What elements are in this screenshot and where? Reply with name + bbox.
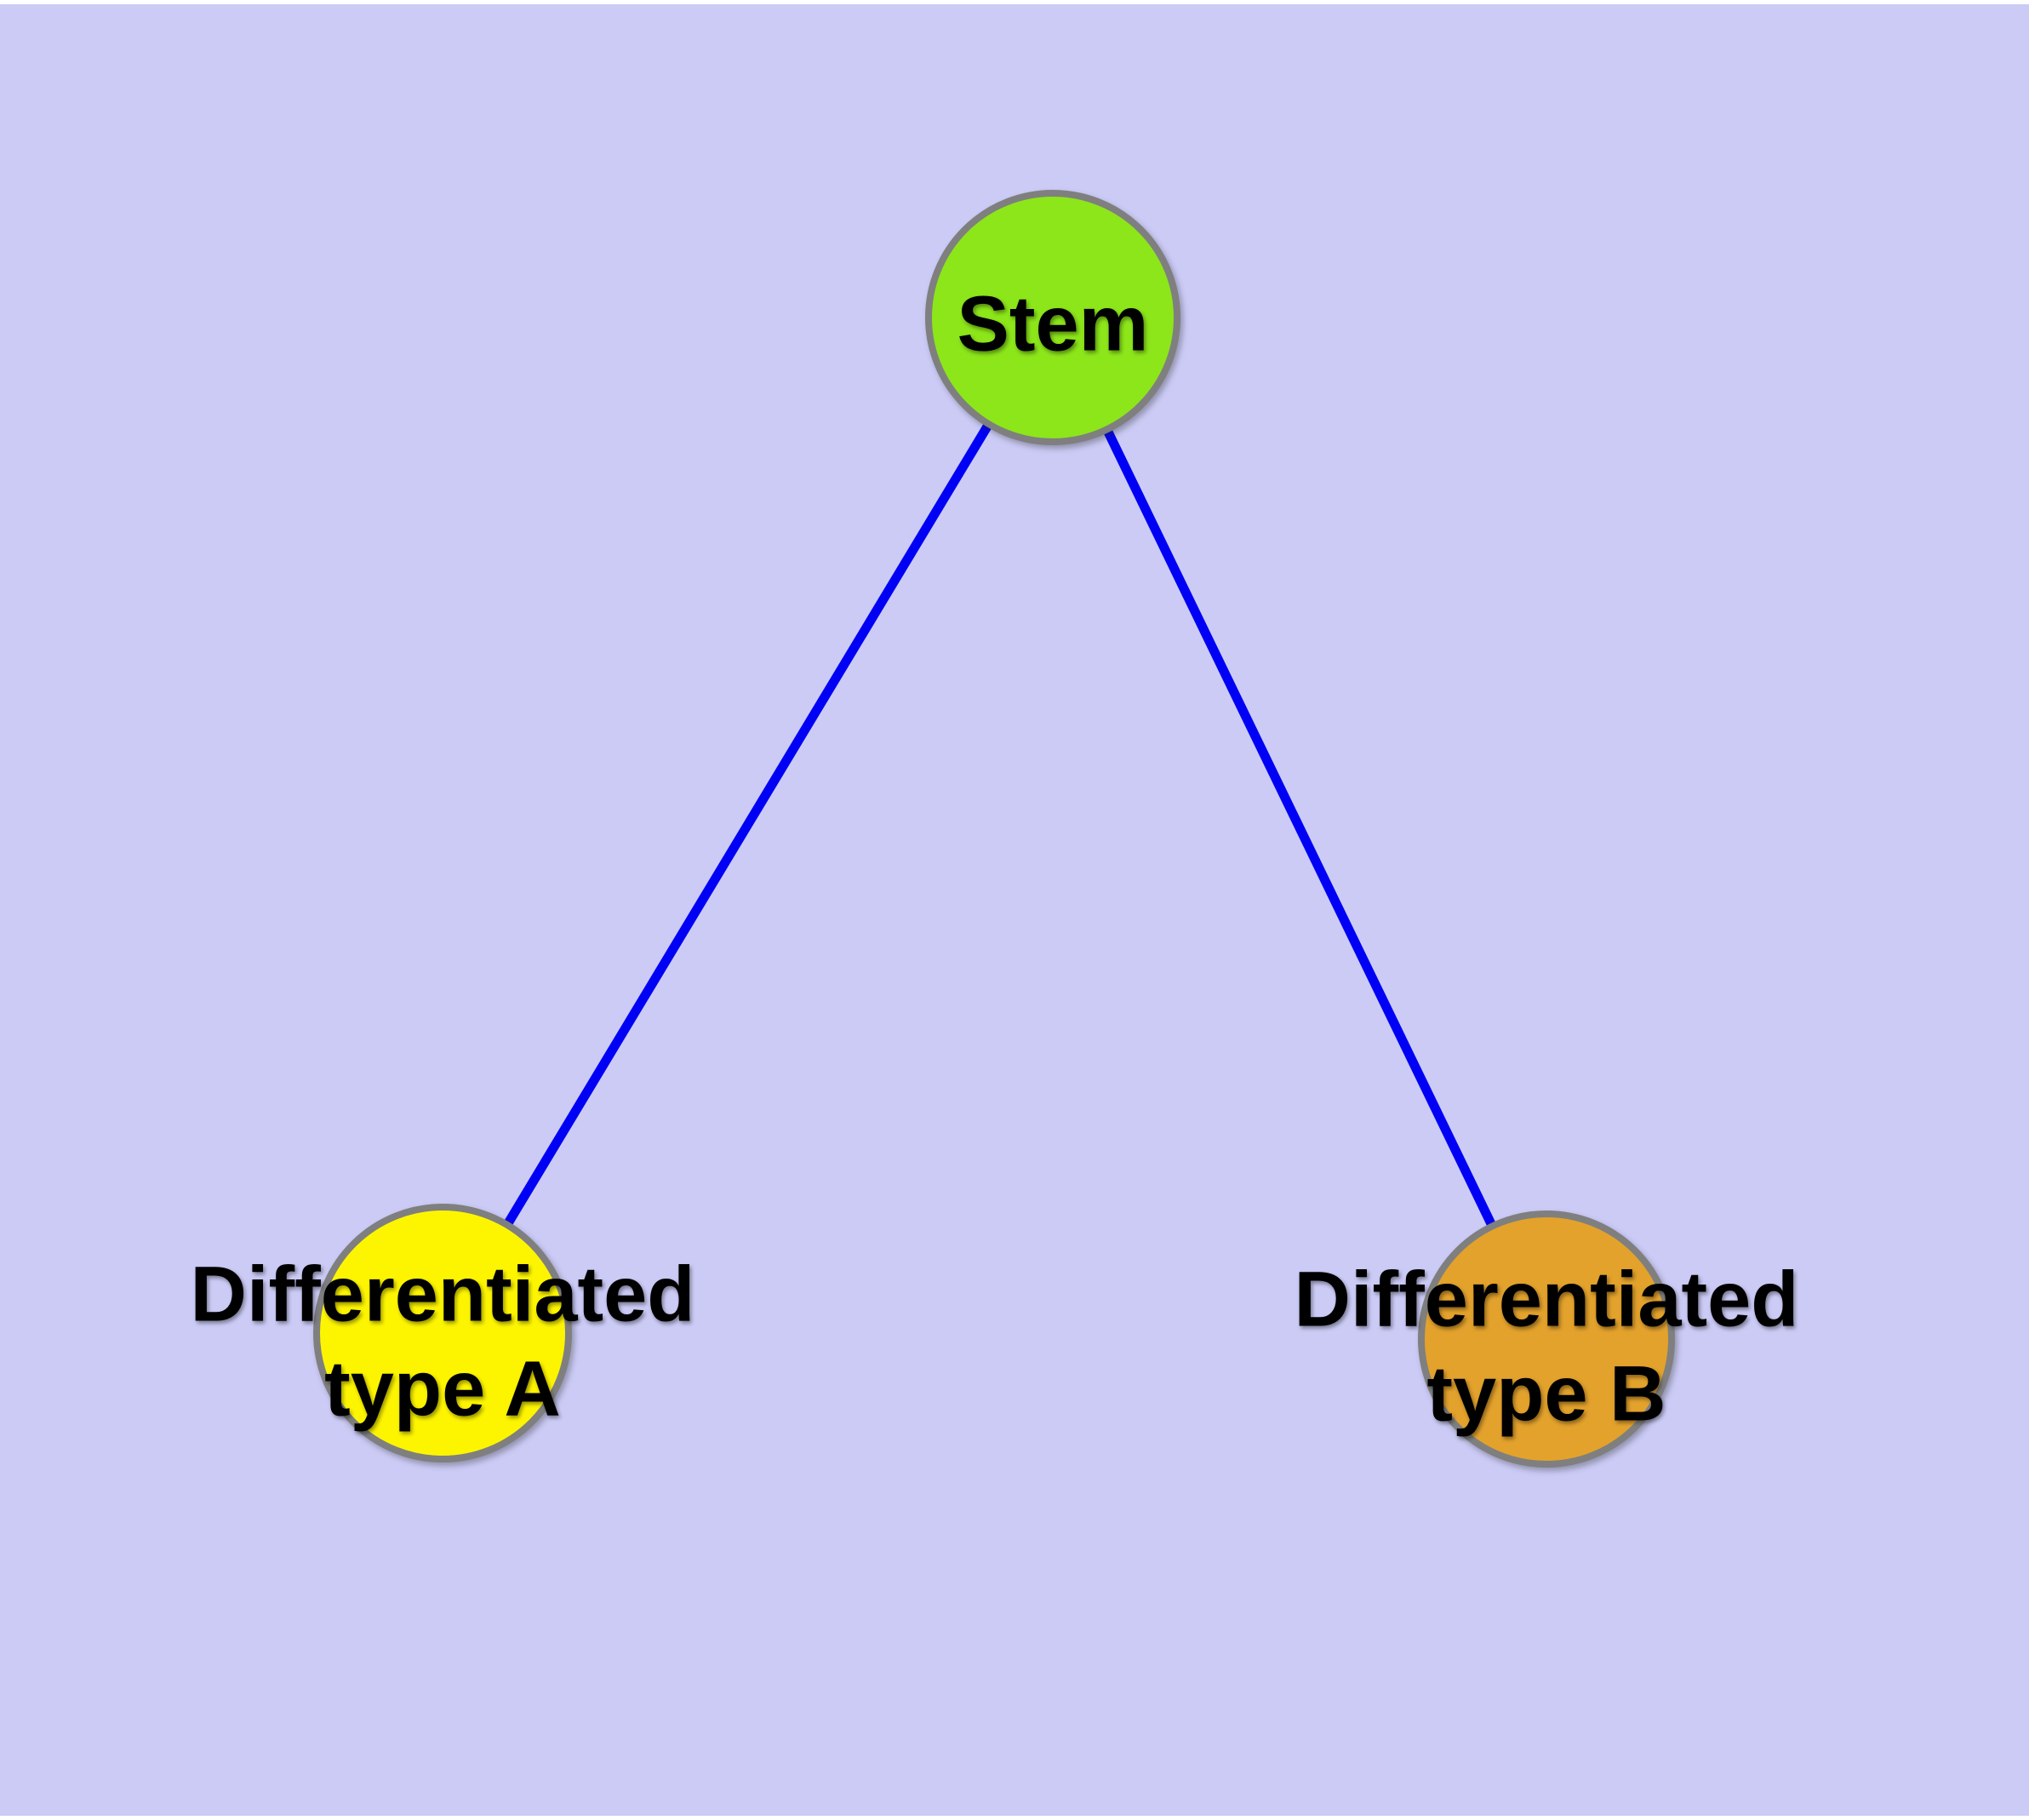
edge-stem-to-type-a <box>438 315 1057 1335</box>
node-stem-circle <box>925 190 1180 445</box>
diagram-canvas: Stem Differentiated type A Differentiate… <box>0 4 2029 1816</box>
node-differentiated-type-b-label: Differentiated type B <box>1294 1256 1799 1438</box>
node-differentiated-type-a-circle <box>313 1204 572 1462</box>
node-stem-label: Stem <box>957 280 1149 368</box>
node-differentiated-type-b-circle <box>1418 1210 1675 1468</box>
node-differentiated-type-a-label: Differentiated type A <box>190 1251 695 1433</box>
edge-layer <box>438 315 1551 1341</box>
edge-stem-to-type-b <box>1049 315 1551 1341</box>
